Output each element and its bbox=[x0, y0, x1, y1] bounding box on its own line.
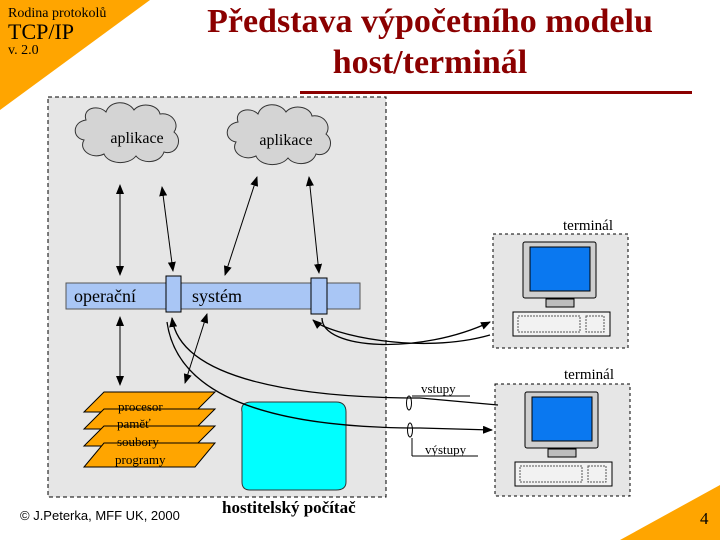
link-top-in bbox=[321, 317, 491, 346]
keyboard-icon bbox=[514, 461, 613, 487]
monitor-icon bbox=[522, 241, 597, 308]
arrow-app-os-4 bbox=[305, 176, 323, 274]
inputs-label: vstupy bbox=[421, 381, 456, 396]
app-left-label: aplikace bbox=[110, 130, 163, 147]
link-top-out bbox=[312, 319, 491, 345]
terminal-label-bottom: terminál bbox=[564, 367, 614, 383]
monitor-icon bbox=[524, 391, 599, 458]
resource-stack bbox=[82, 391, 217, 468]
resource-label-1: procesor bbox=[118, 399, 163, 414]
link-bottom-out bbox=[166, 321, 493, 434]
os-label-right: systém bbox=[192, 286, 242, 306]
os-port-left bbox=[165, 275, 182, 313]
resource-label-4: programy bbox=[115, 452, 166, 467]
outputs-label: výstupy bbox=[425, 442, 467, 457]
keyboard-icon bbox=[512, 311, 611, 337]
corner-accent-bottom bbox=[620, 485, 720, 540]
corner-accent bbox=[0, 0, 150, 110]
terminal-label-top: terminál bbox=[563, 218, 613, 234]
brand-name: TCP/IP bbox=[8, 19, 75, 44]
footer-author: © J.Peterka, MFF UK, 2000 bbox=[20, 508, 180, 523]
brand-line: Rodina protokolů bbox=[8, 6, 107, 21]
page-number: 4 bbox=[700, 509, 709, 528]
connector-out bbox=[407, 422, 413, 438]
arrow-os-res-2 bbox=[183, 313, 209, 384]
title-underline bbox=[300, 91, 692, 94]
cloud-right bbox=[226, 104, 331, 165]
connector-in bbox=[406, 395, 412, 411]
resource-label-3: soubory bbox=[117, 434, 159, 449]
host-screen bbox=[241, 401, 347, 491]
os-port-right bbox=[310, 277, 328, 315]
page-subtitle: host/terminál bbox=[332, 44, 528, 81]
resource-label-2: paměť bbox=[117, 416, 151, 431]
link-bottom-in bbox=[169, 317, 499, 406]
app-right-label: aplikace bbox=[259, 132, 312, 149]
brand-version: v. 2.0 bbox=[8, 43, 39, 58]
os-label-left: operační bbox=[74, 286, 136, 306]
arrow-app-os-2 bbox=[159, 186, 176, 272]
host-computer-label: hostitelský počítač bbox=[222, 498, 356, 517]
arrow-app-os-3 bbox=[223, 176, 259, 276]
cloud-left bbox=[74, 102, 179, 163]
page-title: Představa výpočetního modelu bbox=[207, 3, 653, 40]
